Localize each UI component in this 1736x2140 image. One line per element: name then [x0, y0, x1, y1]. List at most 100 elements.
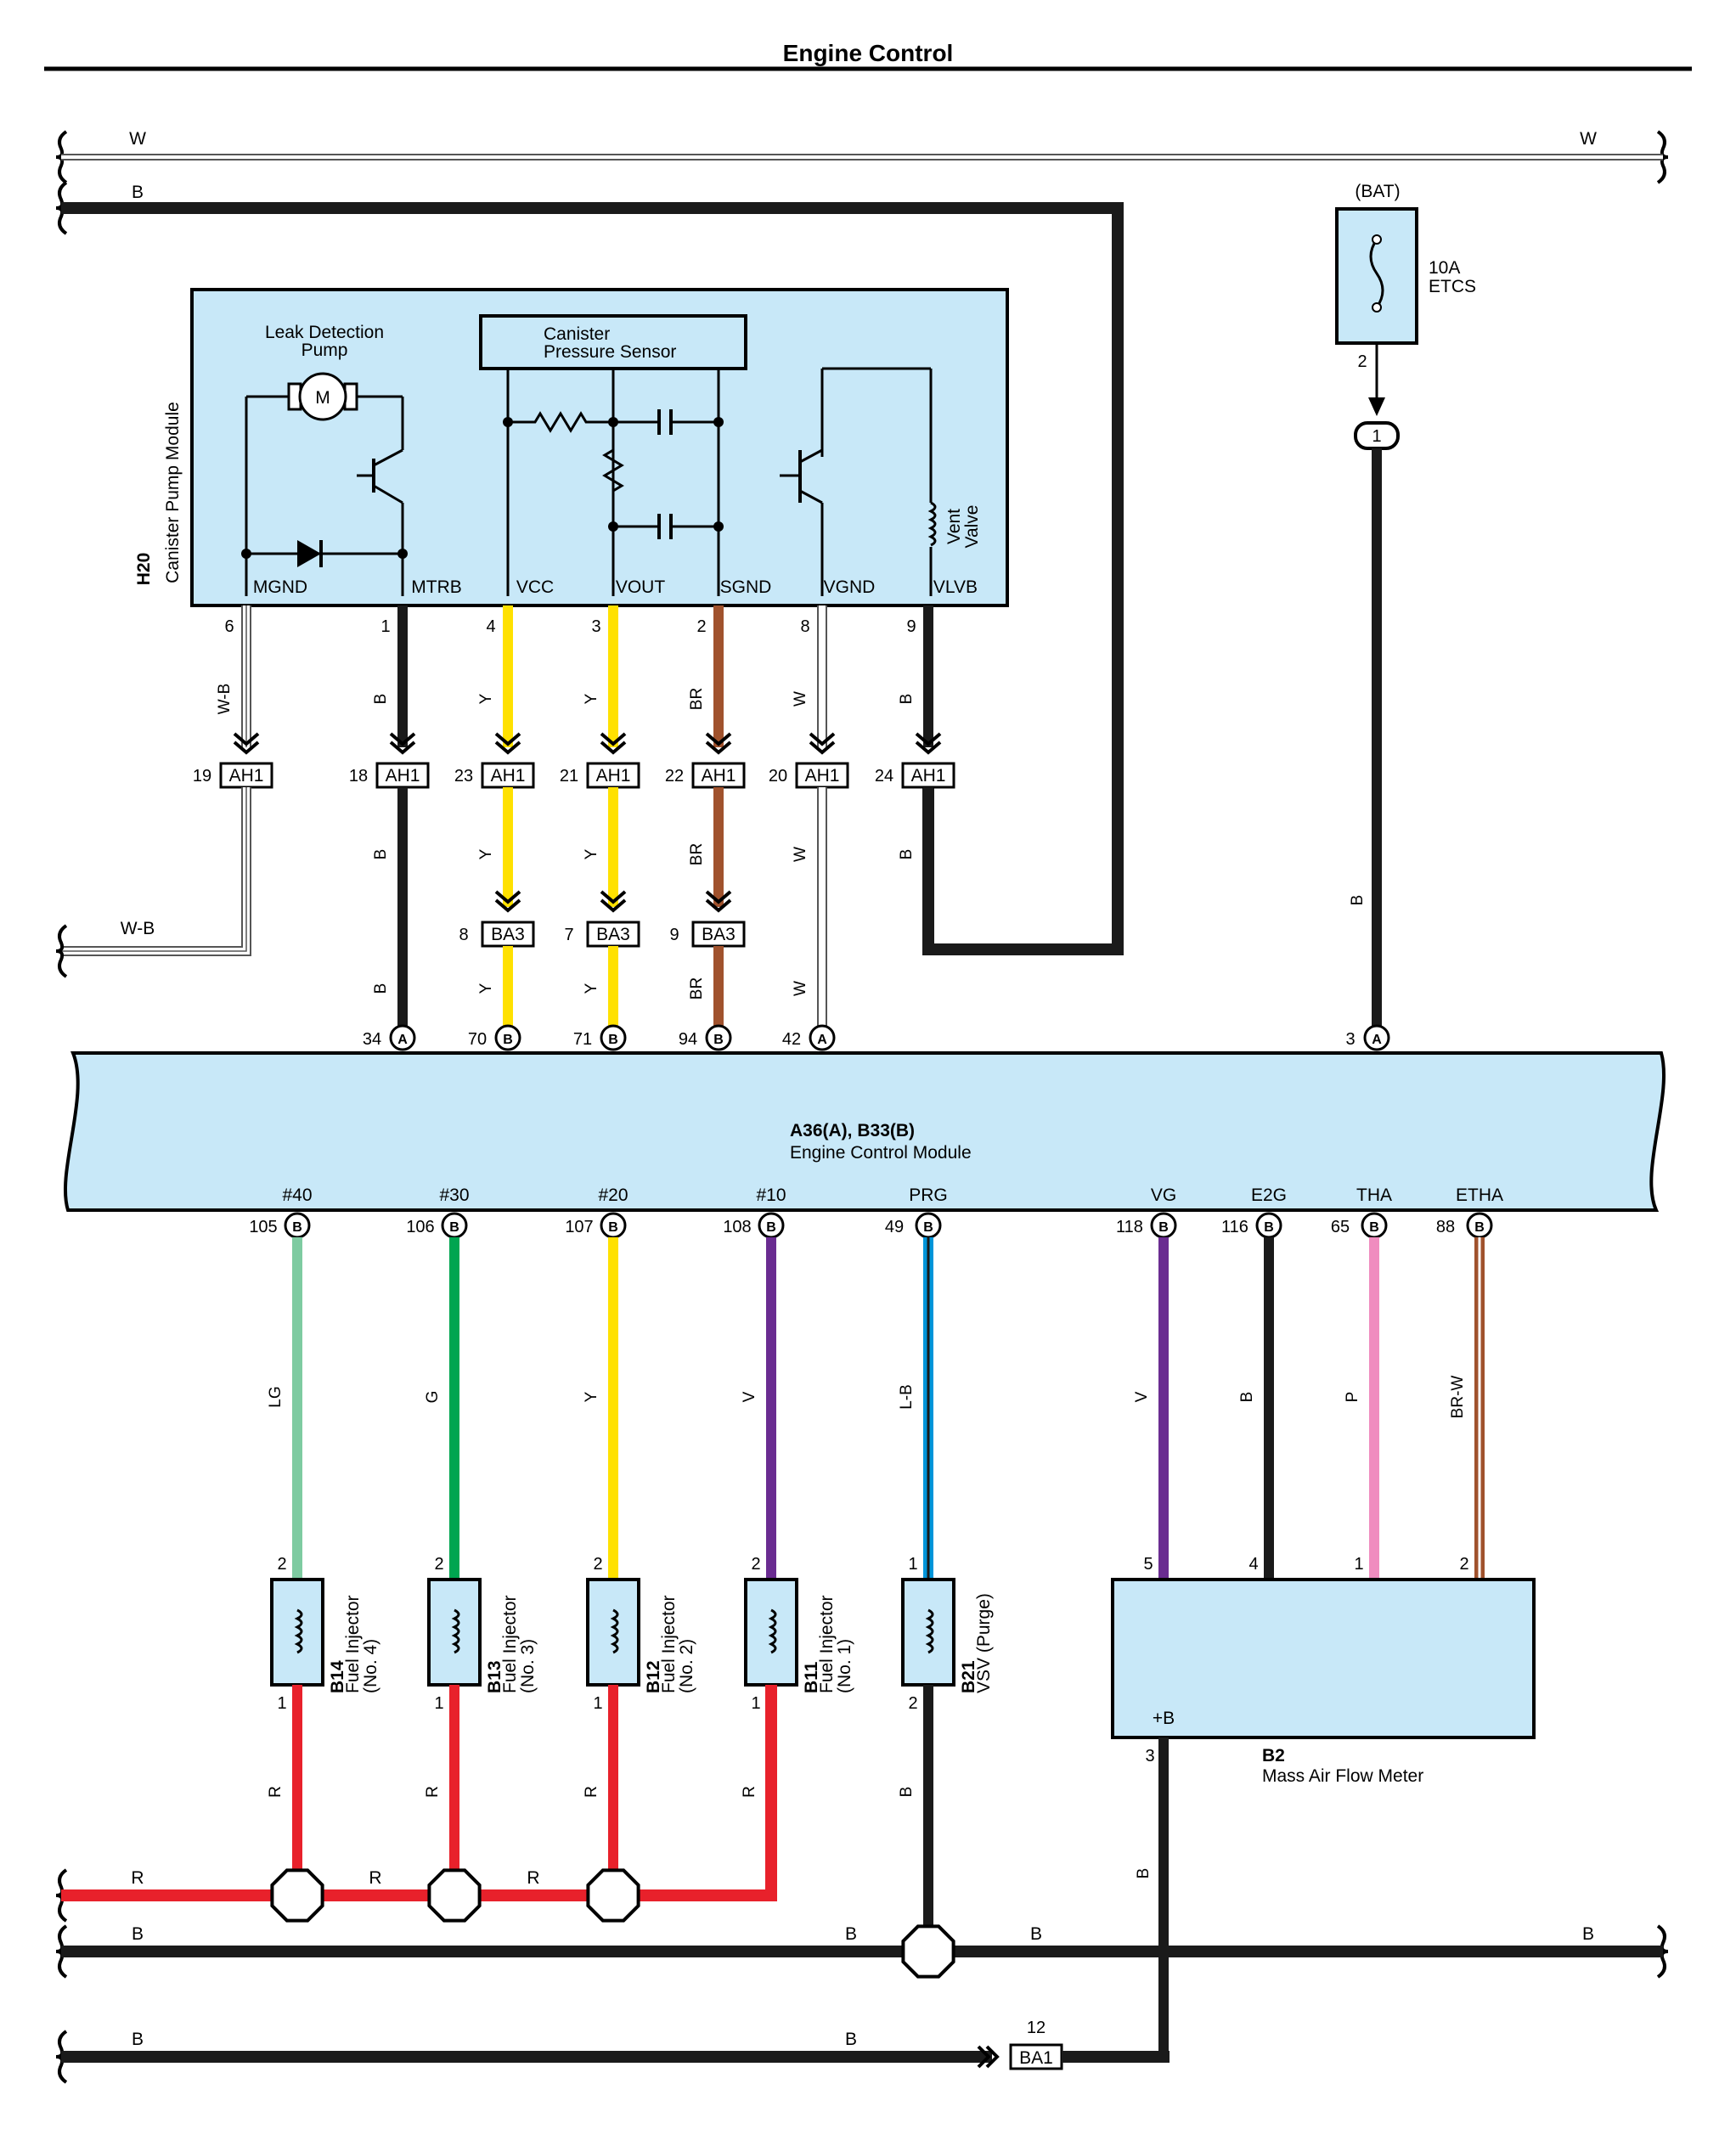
maf-box [1111, 1578, 1536, 1739]
maf-out-color: B [1135, 1868, 1153, 1879]
top-wire-1-color2: B [372, 849, 390, 860]
inj-wire-3-dev-code: B11 [802, 1661, 821, 1693]
top-wire-2-jc-label: AH1 [491, 766, 526, 786]
bus-b-bot-label-1: B [845, 2030, 857, 2049]
inj-wire-2-color: Y [583, 1391, 600, 1402]
inj-wire-4-device [901, 1578, 955, 1687]
bm-ecm-pin: 3 [1345, 1030, 1355, 1049]
top-wire-3-chevrons-a [600, 732, 627, 746]
bus-b-mid-label-3: B [1582, 1924, 1594, 1944]
top-wire-3-ecm-conn [600, 1024, 627, 1051]
bus-r [61, 1685, 777, 1901]
bus-w-brace-left [55, 130, 68, 184]
bus-r-brace [55, 1868, 68, 1923]
top-wire-2-ecm-conn-letter: B [503, 1033, 513, 1047]
inj-wire-2-ecm-conn-letter: B [608, 1220, 618, 1235]
ba1-label: BA1 [1019, 2048, 1053, 2068]
maf-wire-1-color: B [1238, 1392, 1256, 1403]
top-wire-5-ecm-pin: 42 [782, 1030, 801, 1049]
top-wire-2-ecm-pin: 70 [468, 1030, 487, 1049]
top-wire-3-jc-label: AH1 [596, 766, 631, 786]
top-wire-2-jc-pin: 23 [454, 767, 473, 786]
inj-wire-1-dev-out: 1 [434, 1694, 443, 1713]
top-wire-0-jc-pin: 19 [193, 767, 211, 786]
maf-wire-2-color: P [1344, 1392, 1361, 1403]
top-wire-0-pin: 6 [224, 617, 234, 636]
top-wire-6-chevrons-a [915, 732, 942, 746]
inj-wire-4-dev-out: 2 [908, 1694, 917, 1713]
sensor-junction-1 [608, 417, 618, 427]
pump-terminal-sgnd: SGND [720, 577, 772, 597]
sensor-junction-0 [503, 417, 513, 427]
inj-wire-1-color: G [424, 1391, 442, 1404]
bus-r-label-2: R [527, 1868, 539, 1888]
sensor-resistor-v [602, 422, 624, 510]
inj-wire-4-dev-in: 1 [908, 1555, 917, 1574]
top-wire-2-pin: 4 [486, 617, 495, 636]
inj-wire-1-dev-name: Fuel Injector(No. 3) [500, 1595, 538, 1693]
top-wire-3-ba [586, 921, 640, 948]
top-wire-2-ecm-conn [494, 1024, 521, 1051]
top-wire-2-ba-chevrons-a [494, 890, 521, 904]
top-wire-4-jc-pin: 22 [665, 767, 684, 786]
maf-code: B2 [1262, 1746, 1285, 1766]
top-wire-5-chevrons-a [809, 732, 836, 746]
top-wire-3-jc [586, 762, 640, 789]
inj-wire-3-ecm-conn-letter: B [766, 1220, 776, 1235]
top-wire-4-ecm-pin: 94 [679, 1030, 697, 1049]
top-wire-4-color3: BR [688, 977, 706, 1000]
inj-wire-0-device-coil [294, 1608, 303, 1654]
pump-terminal-mtrb: MTRB [411, 577, 462, 597]
top-wire-3-ba-chevrons-a [600, 890, 627, 904]
top-wire-4-ba-pin: 9 [669, 926, 679, 944]
top-wire-6-jc-label: AH1 [911, 766, 946, 786]
inj-wire-2-ecm-term: #20 [598, 1185, 628, 1205]
fuse-dot-top [1372, 234, 1382, 245]
maf-wire-1-ecm-conn-letter: B [1264, 1220, 1274, 1235]
top-wire-6-color2: B [898, 849, 916, 860]
pump-terminal-vout: VOUT [616, 577, 666, 597]
motor-circle [298, 372, 347, 421]
motor-symbol: M [315, 388, 330, 408]
bm-ecm-conn-letter: A [1372, 1033, 1382, 1047]
maf-wire-3-ecm-conn-letter: B [1474, 1220, 1485, 1235]
inj-wire-2-dev-name: Fuel Injector(No. 2) [659, 1595, 696, 1693]
top-wire-5-jc-label: AH1 [805, 766, 840, 786]
top-wire-4-chevrons-a [705, 732, 732, 746]
inj-wire-2-dev-code: B12 [644, 1660, 663, 1693]
top-wire-4-ba-chevrons-a [705, 890, 732, 904]
inj-wire-0-dev-code: B14 [328, 1660, 347, 1693]
transistor2-emitter [799, 489, 823, 504]
ba1-chevron-a [977, 2045, 991, 2069]
inj-wire-4-ecm-term: PRG [909, 1185, 948, 1205]
top-wire-1-ecm-conn [389, 1024, 416, 1051]
maf-wire-0-color: V [1133, 1391, 1151, 1402]
inj-wire-2-device [586, 1578, 640, 1687]
bus-wb-label: W-B [121, 919, 155, 938]
top-wire-1-color1: B [372, 694, 390, 705]
inj-wire-1-ecm-term: #30 [439, 1185, 469, 1205]
sensor-resistor-h [508, 411, 613, 433]
top-wire-1-jc-pin: 18 [349, 767, 368, 786]
bus-b-bot-label-0: B [132, 2030, 144, 2049]
pump-terminal-vcc: VCC [516, 577, 554, 597]
maf-wire-1-ecm-pin: 116 [1221, 1218, 1248, 1236]
bus-r-label-1: R [369, 1868, 381, 1888]
top-wire-5-color1: W [792, 691, 809, 707]
top-wire-5-pin: 8 [800, 617, 809, 636]
inj-wire-3-ecm-pin: 108 [723, 1218, 751, 1236]
inj-wire-1-ecm-pin: 106 [406, 1218, 434, 1236]
vent-coil [927, 501, 937, 547]
top-wire-4-ba-chevrons-b [705, 898, 732, 913]
top-wire-1-chevrons-b [389, 741, 416, 755]
ecm-name: Engine Control Module [790, 1143, 972, 1163]
fuse-dot-bottom [1372, 302, 1382, 313]
sensor-junction-2 [713, 417, 724, 427]
bus-r-splice-2 [586, 1868, 640, 1923]
top-wire-5-jc-pin: 20 [769, 767, 787, 786]
bm-wire-color: B [1349, 895, 1367, 906]
maf-wire-3-ecm-term: ETHA [1456, 1185, 1503, 1205]
top-wire-3-pin: 3 [591, 617, 600, 636]
inj-wire-1-device-coil [451, 1608, 460, 1654]
